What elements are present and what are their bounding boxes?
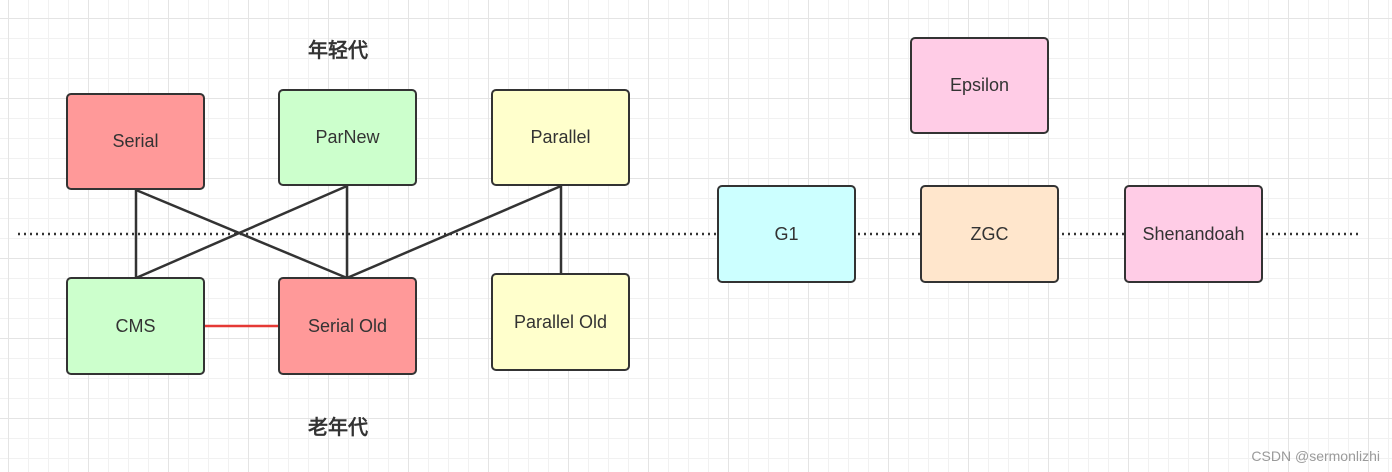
cms-node[interactable]: CMS [66, 277, 205, 375]
shenandoah-node[interactable]: Shenandoah [1124, 185, 1263, 283]
parnew-node[interactable]: ParNew [278, 89, 417, 186]
young-generation-label: 年轻代 [308, 38, 368, 62]
serial-old-node[interactable]: Serial Old [278, 277, 417, 375]
old-generation-label: 老年代 [308, 415, 368, 439]
epsilon-node[interactable]: Epsilon [910, 37, 1049, 134]
edge-parnew-cms [135, 184, 348, 280]
edge-serial-serial-old [135, 188, 348, 280]
zgc-node[interactable]: ZGC [920, 185, 1059, 283]
parallel-old-node[interactable]: Parallel Old [491, 273, 630, 371]
edge-parallel-serial-old [346, 184, 562, 280]
watermark: CSDN @sermonlizhi [1251, 448, 1380, 464]
parallel-node[interactable]: Parallel [491, 89, 630, 186]
serial-node[interactable]: Serial [66, 93, 205, 190]
g1-node[interactable]: G1 [717, 185, 856, 283]
